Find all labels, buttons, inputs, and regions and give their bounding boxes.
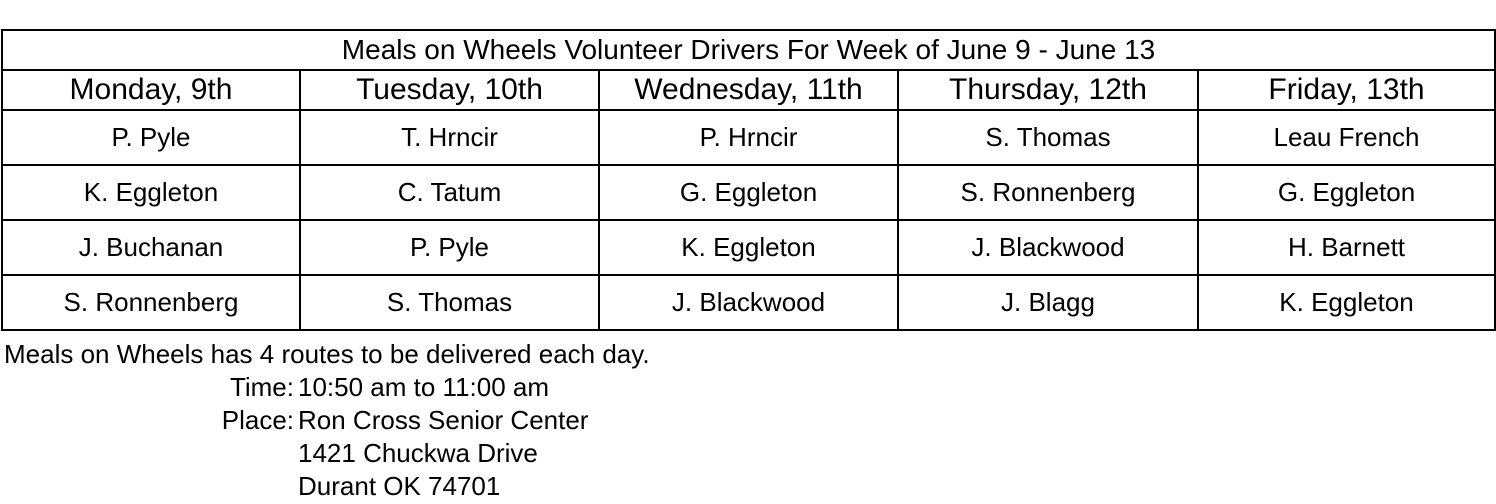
driver-cell: S. Ronnenberg (1, 274, 301, 331)
delivery-notes: Meals on Wheels has 4 routes to be deliv… (4, 338, 650, 503)
driver-cell: S. Thomas (299, 274, 600, 331)
driver-cell: J. Blagg (897, 274, 1199, 331)
address-row-street: 1421 Chuckwa Drive (4, 437, 650, 470)
driver-cell: H. Barnett (1196, 219, 1496, 276)
table-title-row: Meals on Wheels Volunteer Drivers For We… (0, 29, 1496, 71)
time-value: 10:50 am to 11:00 am (298, 372, 550, 402)
day-header-monday: Monday, 9th (1, 69, 301, 111)
driver-cell: K. Eggleton (1, 164, 301, 221)
driver-cell: J. Buchanan (1, 219, 301, 276)
table-row: P. Pyle T. Hrncir P. Hrncir S. Thomas Le… (1, 109, 1496, 166)
driver-cell: S. Ronnenberg (897, 164, 1199, 221)
address-row-city: Durant OK 74701 (4, 470, 650, 503)
place-city: Durant OK 74701 (298, 471, 501, 501)
place-street: 1421 Chuckwa Drive (298, 438, 538, 468)
driver-cell: G. Eggleton (1196, 164, 1496, 221)
driver-cell: S. Thomas (897, 109, 1199, 166)
table-row: S. Ronnenberg S. Thomas J. Blackwood J. … (1, 274, 1496, 331)
time-row: Time: 10:50 am to 11:00 am (4, 371, 650, 404)
place-label: Place: (221, 405, 294, 435)
table-row: J. Buchanan P. Pyle K. Eggleton J. Black… (1, 219, 1496, 276)
driver-cell: K. Eggleton (1196, 274, 1496, 331)
day-header-friday: Friday, 13th (1196, 69, 1496, 111)
day-header-row: Monday, 9th Tuesday, 10th Wednesday, 11t… (1, 69, 1496, 111)
day-header-thursday: Thursday, 12th (897, 69, 1199, 111)
table-row: K. Eggleton C. Tatum G. Eggleton S. Ronn… (1, 164, 1496, 221)
driver-cell: J. Blackwood (897, 219, 1199, 276)
place-name: Ron Cross Senior Center (298, 405, 589, 435)
day-header-tuesday: Tuesday, 10th (299, 69, 600, 111)
driver-cell: P. Pyle (1, 109, 301, 166)
place-row: Place: Ron Cross Senior Center (4, 404, 650, 437)
driver-cell: P. Hrncir (598, 109, 899, 166)
table-title: Meals on Wheels Volunteer Drivers For We… (0, 29, 1496, 71)
driver-cell: P. Pyle (299, 219, 600, 276)
day-header-wednesday: Wednesday, 11th (598, 69, 899, 111)
routes-note: Meals on Wheels has 4 routes to be deliv… (4, 339, 650, 369)
driver-cell: C. Tatum (299, 164, 600, 221)
driver-cell: J. Blackwood (598, 274, 899, 331)
driver-cell: T. Hrncir (299, 109, 600, 166)
time-label: Time: (229, 372, 294, 402)
driver-cell: G. Eggleton (598, 164, 899, 221)
driver-cell: Leau French (1196, 109, 1496, 166)
driver-cell: K. Eggleton (598, 219, 899, 276)
driver-schedule-table: Meals on Wheels Volunteer Drivers For We… (0, 29, 1496, 331)
